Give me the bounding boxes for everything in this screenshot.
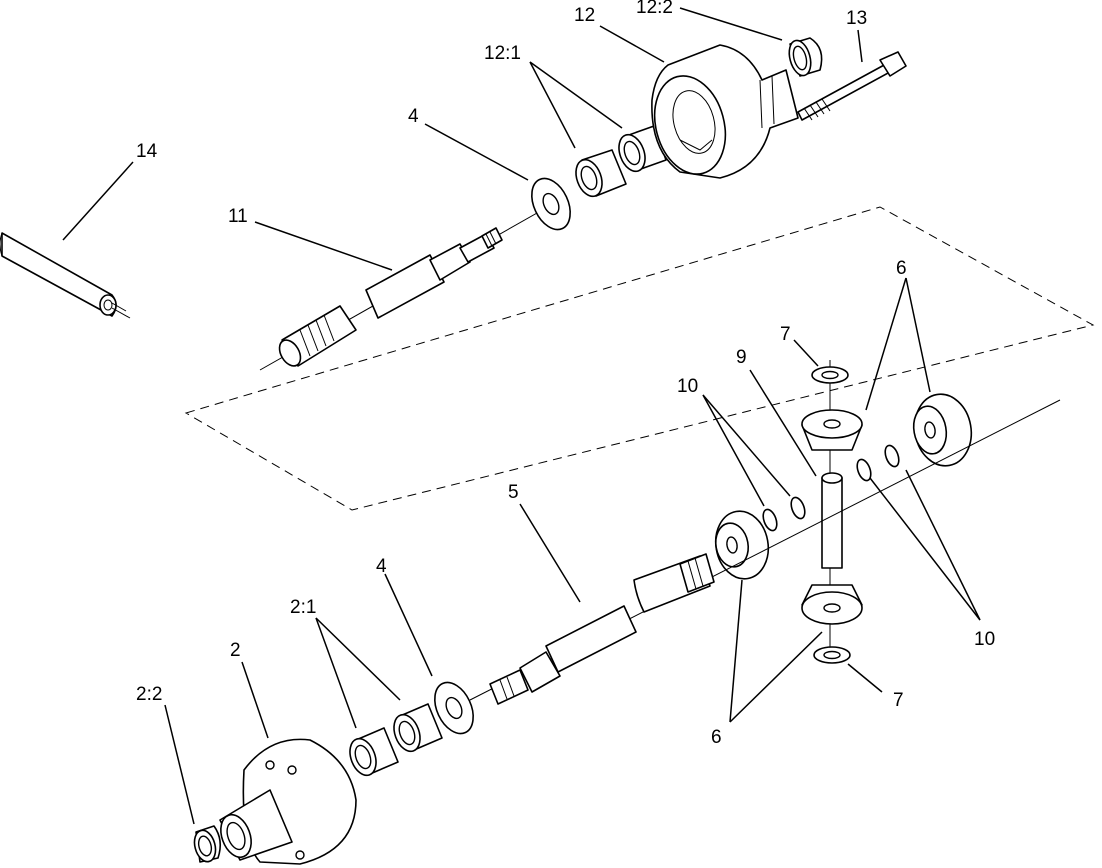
part-12-1-bearings-top bbox=[575, 125, 667, 198]
callout-13: 13 bbox=[846, 8, 867, 29]
part-11-shaft bbox=[259, 199, 561, 371]
callout-2: 2 bbox=[230, 640, 241, 661]
callout-6-bottom: 6 bbox=[711, 727, 722, 748]
part-14-tube bbox=[0, 232, 131, 319]
callout-7-bottom: 7 bbox=[893, 690, 904, 711]
callout-7-top: 7 bbox=[780, 324, 791, 345]
leader-lines bbox=[62, 7, 981, 825]
callout-2-1: 2:1 bbox=[290, 597, 316, 618]
part-4-washer-bottom bbox=[434, 681, 474, 735]
callout-10-bottom: 10 bbox=[974, 629, 995, 650]
part-2-2-ring bbox=[193, 825, 222, 863]
callout-4-top: 4 bbox=[408, 106, 419, 127]
callout-10-top: 10 bbox=[677, 376, 698, 397]
part-4-washer-top bbox=[531, 177, 571, 231]
callout-2-2: 2:2 bbox=[136, 684, 162, 705]
callout-12-1: 12:1 bbox=[484, 43, 521, 64]
part-6-gear-right bbox=[912, 393, 973, 467]
part-5-shaft bbox=[469, 399, 1061, 705]
callout-labels: 14 11 4 12:1 12 12:2 13 7 9 10 6 5 4 2:1… bbox=[136, 0, 995, 748]
callout-12: 12 bbox=[574, 5, 595, 26]
callout-5: 5 bbox=[508, 482, 519, 503]
part-6-gear-left bbox=[714, 510, 770, 580]
callout-6-top: 6 bbox=[896, 258, 907, 279]
callout-9: 9 bbox=[736, 347, 747, 368]
part-12-2-ring bbox=[788, 37, 823, 77]
part-10-rings bbox=[762, 444, 900, 532]
callout-4-bottom: 4 bbox=[376, 556, 387, 577]
dashed-group-outline bbox=[184, 206, 1095, 511]
part-6-gear-upper bbox=[801, 409, 863, 451]
callout-11: 11 bbox=[228, 206, 248, 227]
part-2-housing bbox=[219, 738, 357, 865]
callout-14: 14 bbox=[136, 141, 158, 162]
part-7-washer-bottom bbox=[813, 646, 851, 664]
part-7-washer-top bbox=[811, 366, 849, 384]
part-2-1-bearings bbox=[349, 703, 443, 777]
callout-12-2: 12:2 bbox=[636, 0, 673, 18]
part-6-gear-lower bbox=[801, 584, 863, 625]
part-13-bolt bbox=[797, 51, 907, 121]
part-12-housing bbox=[651, 44, 799, 179]
